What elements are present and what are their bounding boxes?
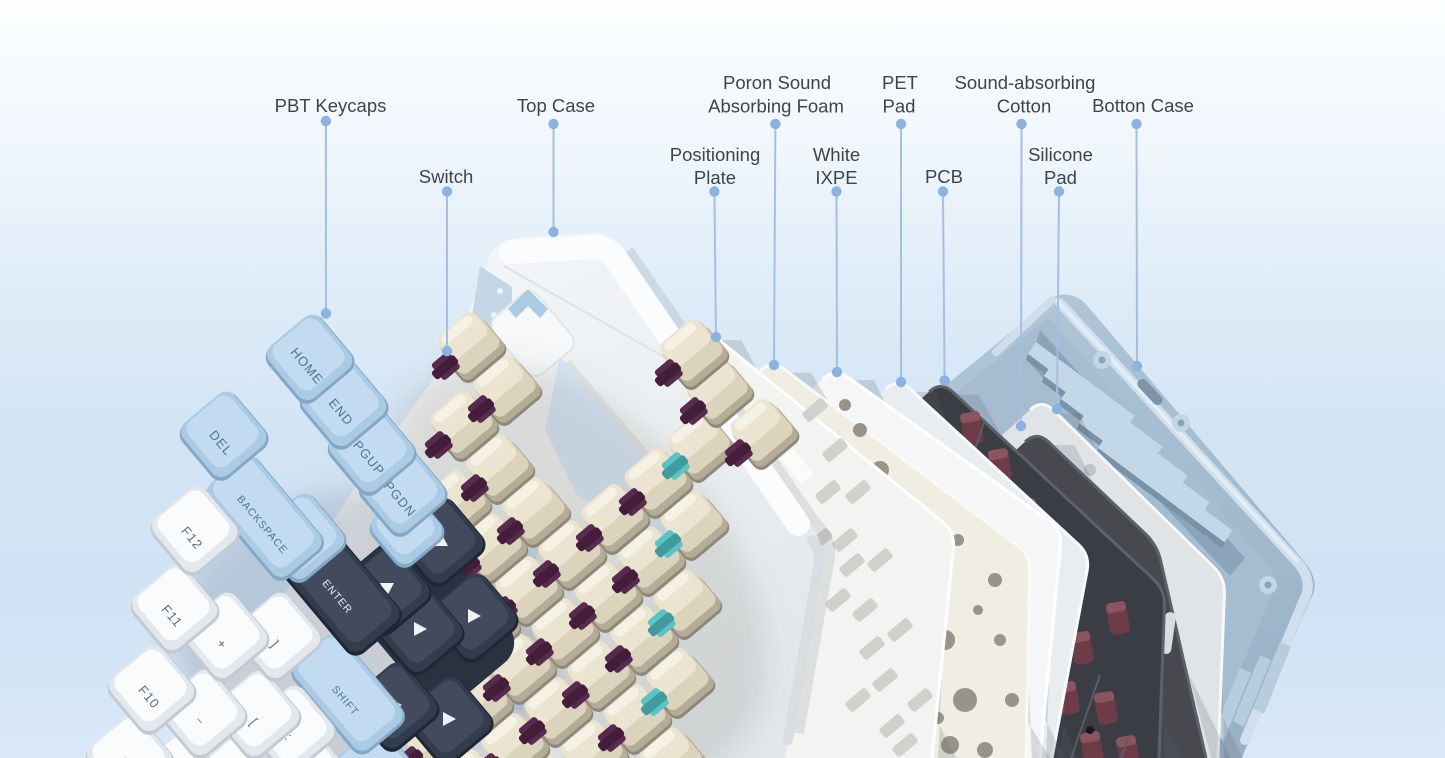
svg-text:IXPE: IXPE xyxy=(815,167,857,188)
svg-text:Switch: Switch xyxy=(419,166,474,187)
svg-text:Pad: Pad xyxy=(1044,167,1077,188)
svg-text:Botton Case: Botton Case xyxy=(1092,95,1194,116)
svg-text:White: White xyxy=(813,144,860,165)
svg-text:Absorbing Foam: Absorbing Foam xyxy=(708,96,844,117)
svg-text:Top Case: Top Case xyxy=(517,95,595,116)
svg-text:F9: F9 xyxy=(116,755,139,758)
svg-text:PET: PET xyxy=(882,72,918,93)
svg-text:Sound-absorbing: Sound-absorbing xyxy=(955,72,1096,93)
svg-text:Positioning: Positioning xyxy=(670,144,761,165)
svg-text:Cotton: Cotton xyxy=(997,96,1052,117)
svg-text:PBT Keycaps: PBT Keycaps xyxy=(275,95,387,116)
svg-text:Silicone: Silicone xyxy=(1028,144,1093,165)
svg-text:PCB: PCB xyxy=(925,166,963,187)
svg-text:Poron Sound: Poron Sound xyxy=(723,72,831,93)
svg-text:Plate: Plate xyxy=(694,167,736,188)
svg-text:Pad: Pad xyxy=(883,96,916,117)
